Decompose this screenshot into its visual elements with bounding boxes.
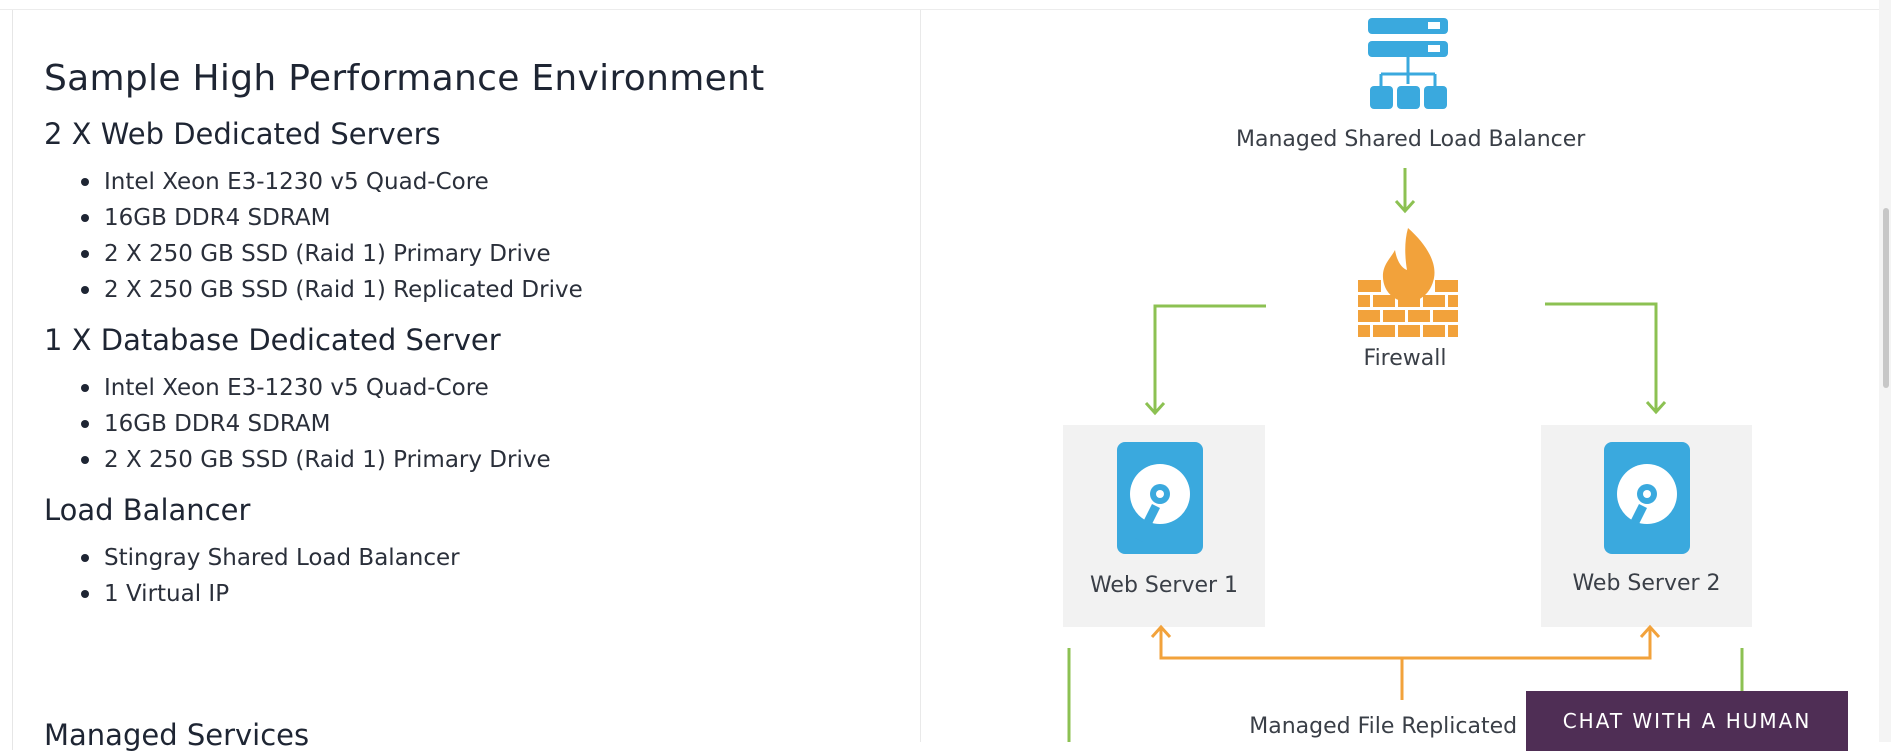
list-item: Intel Xeon E3-1230 v5 Quad-Core [81,164,904,200]
top-divider [0,0,1891,10]
firewall-label: Firewall [1363,346,1447,371]
arrow-firewall-to-web-server-1 [1144,304,1266,416]
database-server-heading: 1 X Database Dedicated Server [44,323,501,357]
arrow-lb-to-firewall [1394,168,1416,214]
list-item: 2 X 250 GB SSD (Raid 1) Primary Drive [81,442,904,478]
list-item: 16GB DDR4 SDRAM [81,200,904,236]
replication-connector [1150,624,1661,700]
column-divider [920,10,921,742]
firewall-icon [1358,228,1458,337]
load-balancer-icon [1368,18,1448,109]
chat-with-human-button[interactable]: CHAT WITH A HUMAN [1526,691,1848,751]
list-item: 1 Virtual IP [81,576,904,612]
specs-column: Sample High Performance Environment 2 X … [44,48,904,620]
arrow-firewall-to-web-server-2 [1545,302,1667,415]
load-balancer-heading: Load Balancer [44,493,251,527]
web-servers-heading: 2 X Web Dedicated Servers [44,117,441,151]
load-balancer-label: Managed Shared Load Balancer [1236,127,1586,152]
load-balancer-spec-list: Stingray Shared Load Balancer 1 Virtual … [44,540,904,612]
web-servers-spec-list: Intel Xeon E3-1230 v5 Quad-Core 16GB DDR… [44,164,904,308]
hard-drive-icon [1117,442,1203,554]
managed-services-heading: Managed Services [44,718,310,752]
hard-drive-icon [1604,442,1690,554]
page-title: Sample High Performance Environment [44,58,765,99]
diagram-graphics [1063,18,1752,742]
database-server-spec-list: Intel Xeon E3-1230 v5 Quad-Core 16GB DDR… [44,370,904,478]
list-item: Intel Xeon E3-1230 v5 Quad-Core [81,370,904,406]
web-server-2-label: Web Server 2 [1572,571,1721,596]
list-item: Stingray Shared Load Balancer [81,540,904,576]
list-item: 16GB DDR4 SDRAM [81,406,904,442]
list-item: 2 X 250 GB SSD (Raid 1) Primary Drive [81,236,904,272]
architecture-diagram: Managed Shared Load Balancer Firewall We… [921,10,1881,742]
list-item: 2 X 250 GB SSD (Raid 1) Replicated Drive [81,272,904,308]
scrollbar-thumb[interactable] [1883,208,1889,388]
web-server-1-label: Web Server 1 [1089,573,1239,598]
